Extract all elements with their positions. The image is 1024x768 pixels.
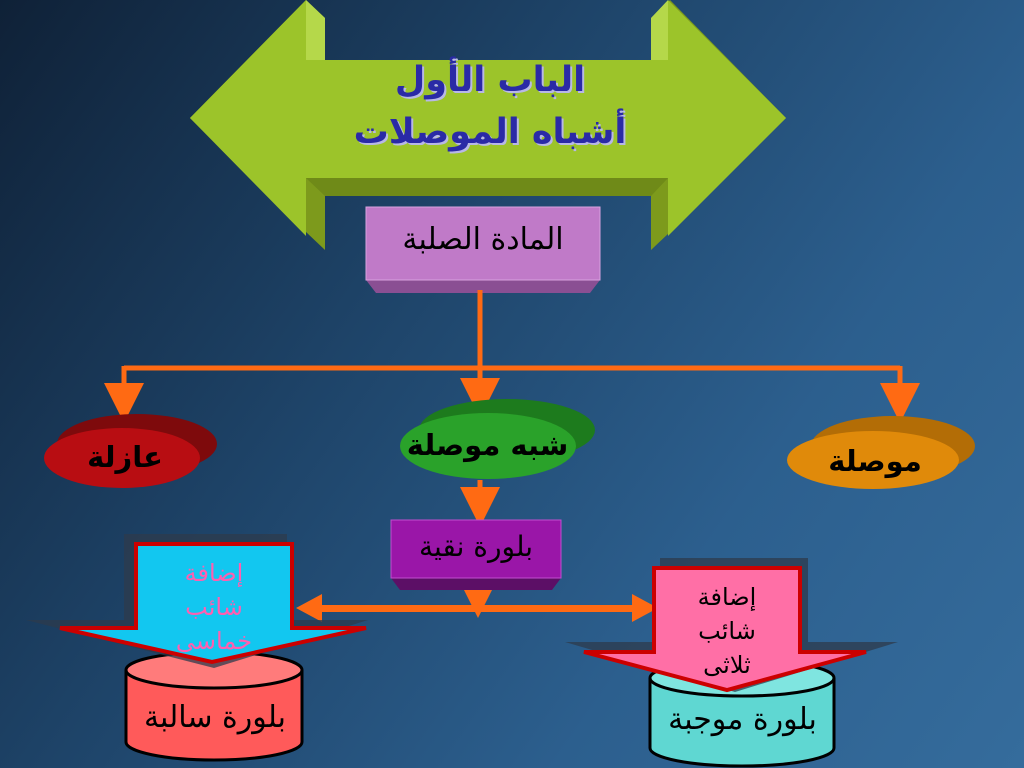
title-line-2: أشباه الموصلات [353, 112, 627, 152]
pentavalent-line-3: خماسى [175, 627, 253, 655]
trivalent-line-2: شائب [698, 617, 756, 645]
negative-crystal-cylinder [124, 650, 304, 762]
title-line-1: الباب الأول [394, 60, 586, 100]
positive-crystal-label: بلورة موجبة [668, 702, 817, 737]
pure-crystal-label: بلورة نقية [418, 530, 534, 563]
conductor-oval [787, 416, 975, 489]
pentavalent-line-1: إضافة [184, 559, 244, 587]
crystal-double-arrow [296, 594, 658, 622]
conductor-label: موصلة [828, 444, 922, 478]
trivalent-line-1: إضافة [697, 583, 757, 611]
pentavalent-dopant-arrow [26, 534, 368, 668]
negative-crystal-label: بلورة سالبة [143, 700, 287, 735]
semiconductor-oval [400, 399, 595, 479]
pure-crystal-box [390, 519, 562, 590]
tree-connectors [104, 290, 920, 618]
solid-matter-box [365, 206, 601, 293]
solid-matter-label: المادة الصلبة [402, 222, 564, 257]
trivalent-dopant-text: إضافة شائب ثلاثى [654, 580, 800, 682]
insulator-label: عازلة [87, 440, 163, 474]
pentavalent-dopant-text: إضافة شائب خماسى [136, 556, 292, 658]
trivalent-dopant-arrow [565, 558, 898, 693]
title-banner-arrow [190, 0, 786, 250]
insulator-oval [44, 414, 217, 488]
semiconductor-label: شبه موصلة [406, 428, 569, 462]
pentavalent-line-2: شائب [185, 593, 243, 621]
trivalent-line-3: ثلاثى [703, 651, 751, 679]
